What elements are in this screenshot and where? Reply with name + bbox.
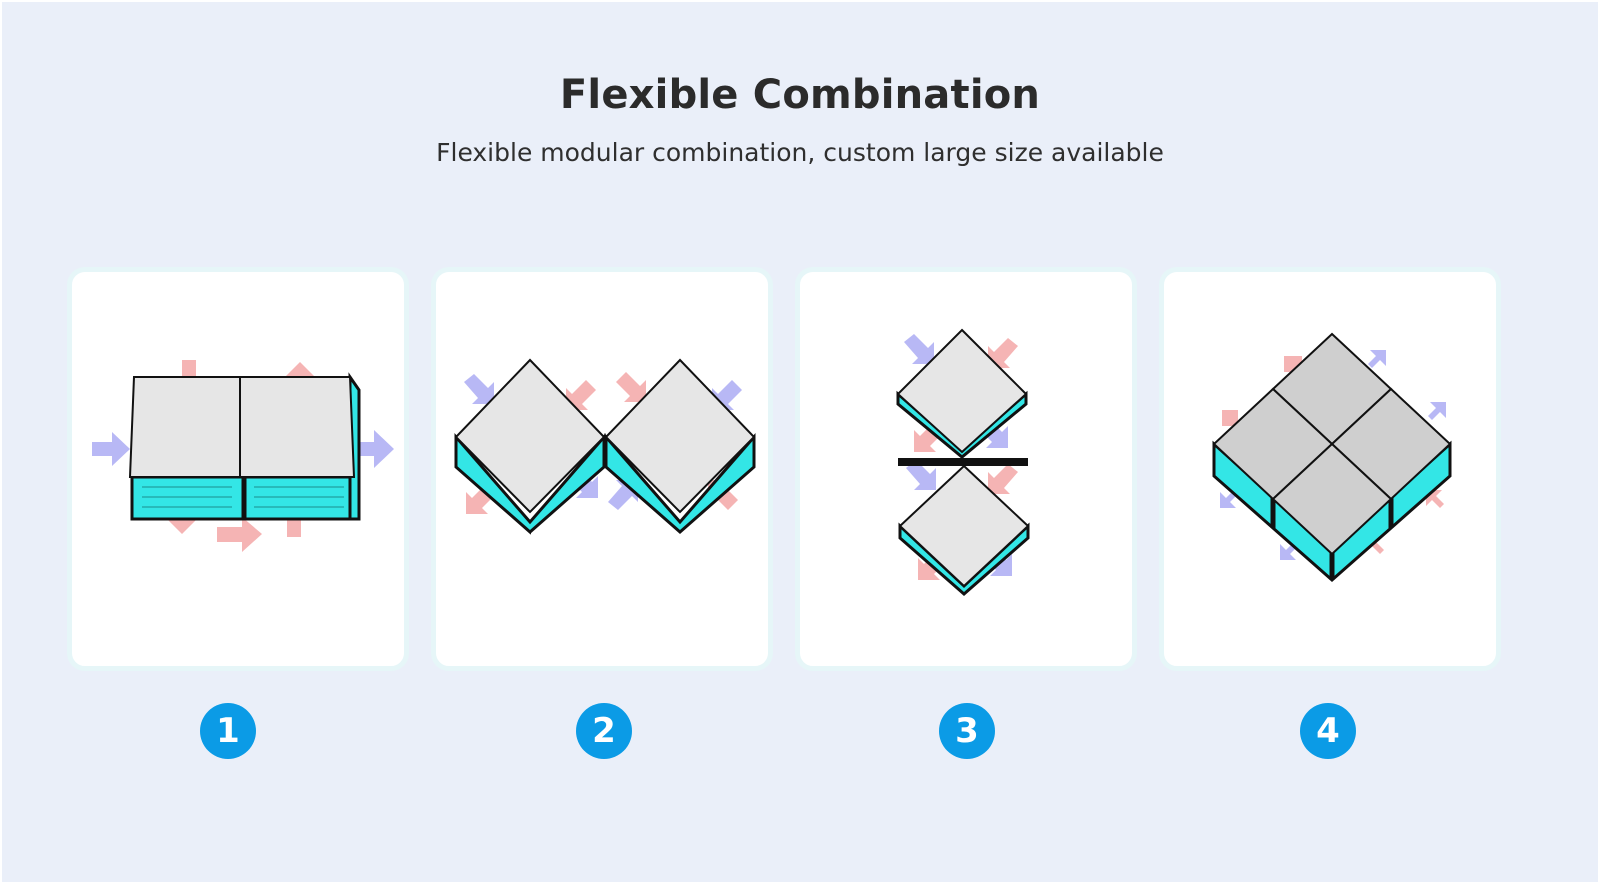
page-subtitle: Flexible modular combination, custom lar…: [436, 138, 1164, 167]
page-title: Flexible Combination: [559, 72, 1041, 118]
two-modules-stacked-icon: [896, 328, 1030, 596]
combination-card-2: [431, 267, 773, 671]
combination-card-4: [1159, 267, 1501, 671]
step-badge-3: 3: [939, 703, 995, 759]
combination-card-3: [795, 267, 1137, 671]
step-badge-2: 2: [576, 703, 632, 759]
two-modules-side-by-side-icon: [92, 360, 394, 552]
step-badge-4: 4: [1300, 703, 1356, 759]
combination-card-1: [67, 267, 409, 671]
two-modules-diamond-row-icon: [454, 358, 756, 535]
four-modules-grid-icon: [1212, 332, 1452, 582]
step-badge-1: 1: [200, 703, 256, 759]
